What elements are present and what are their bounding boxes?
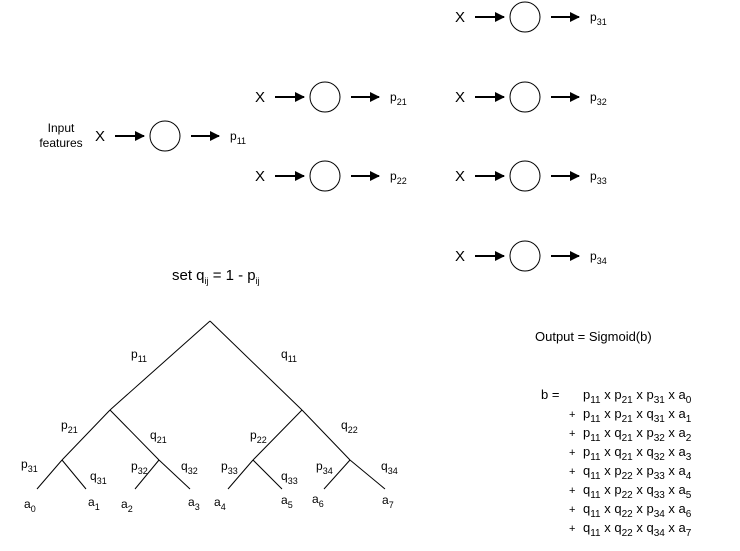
edge-root-right bbox=[209, 320, 303, 411]
neuron-circle bbox=[509, 240, 541, 272]
edge-r-right bbox=[301, 409, 351, 461]
b-term-row: + q11 x q22 x p34 x a6 bbox=[569, 501, 692, 520]
leaf-label-a0: a0 bbox=[24, 497, 36, 514]
b-label: b = bbox=[541, 387, 559, 402]
edge-label-p31: p31 bbox=[21, 457, 38, 474]
edge-label-q22: q22 bbox=[341, 418, 358, 435]
b-term-product: q11 x q22 x p34 x a6 bbox=[583, 501, 692, 520]
b-terms: p11 x p21 x p31 x a0 + p11 x p21 x q31 x a… bbox=[569, 387, 692, 539]
b-term-row: + q11 x p22 x q33 x a5 bbox=[569, 482, 692, 501]
output-p-label: p21 bbox=[390, 90, 407, 107]
b-term-row: + p11 x q21 x p32 x a2 bbox=[569, 425, 692, 444]
edge-label-p33: p33 bbox=[221, 459, 238, 476]
edge-label-p34: p34 bbox=[316, 459, 333, 476]
plus-sign: + bbox=[569, 485, 575, 497]
neuron-circle bbox=[149, 120, 181, 152]
input-x-label: X bbox=[95, 128, 105, 145]
edge-rr-left bbox=[323, 459, 351, 490]
plus-sign: + bbox=[569, 466, 575, 478]
output-p-label: p32 bbox=[590, 90, 607, 107]
plus-sign: + bbox=[569, 504, 575, 516]
input-x-label: X bbox=[455, 9, 465, 26]
edge-rl-right bbox=[252, 459, 283, 490]
edge-label-p32: p32 bbox=[131, 459, 148, 476]
input-x-label: X bbox=[455, 168, 465, 185]
input-features-label: Input bbox=[48, 121, 75, 135]
plus-sign: + bbox=[569, 447, 575, 459]
tree-edge-labels: p11 q11 p21 q21 p22 q22 p31 q31 p32 q32 p33 q33 p34 q… bbox=[21, 347, 398, 486]
input-x-label: X bbox=[255, 89, 265, 106]
leaf-label-a7: a7 bbox=[382, 493, 394, 510]
decision-tree bbox=[36, 320, 386, 490]
edge-l-left bbox=[61, 409, 111, 461]
b-term-row: p11 x p21 x p31 x a0 bbox=[583, 387, 692, 406]
edge-label-p11: p11 bbox=[131, 347, 147, 364]
edge-rl-left bbox=[227, 459, 254, 490]
b-term-product: q11 x p22 x p33 x a4 bbox=[583, 463, 692, 482]
edge-label-q34: q34 bbox=[381, 459, 398, 476]
edge-ll-right bbox=[61, 459, 87, 490]
b-term-row: + p11 x q21 x q32 x a3 bbox=[569, 444, 692, 463]
edge-label-q32: q32 bbox=[181, 459, 198, 476]
edge-root-left bbox=[109, 320, 211, 411]
edge-r-left bbox=[252, 409, 303, 461]
edge-label-q11: q11 bbox=[281, 347, 297, 364]
edge-ll-left bbox=[36, 459, 63, 490]
input-features-label-2: features bbox=[39, 136, 82, 150]
b-term-product: q11 x p22 x q33 x a5 bbox=[583, 482, 692, 501]
output-equation: Output = Sigmoid(b) bbox=[535, 329, 652, 344]
edge-lr-right bbox=[158, 459, 191, 490]
b-term-product: p11 x q21 x q32 x a3 bbox=[583, 444, 692, 463]
edge-lr-left bbox=[134, 459, 160, 490]
output-p-label: p11 bbox=[230, 129, 246, 146]
neuron-circle bbox=[509, 160, 541, 192]
edge-rr-right bbox=[349, 459, 386, 490]
input-x-label: X bbox=[255, 168, 265, 185]
edge-label-p22: p22 bbox=[250, 428, 267, 445]
b-term-row: + p11 x p21 x q31 x a1 bbox=[569, 406, 692, 425]
leaf-label-a6: a6 bbox=[312, 492, 324, 509]
leaf-label-a5: a5 bbox=[281, 493, 293, 510]
edge-label-q31: q31 bbox=[90, 469, 107, 486]
set-q-label: set qij = 1 - pij bbox=[172, 267, 260, 286]
edge-label-p21: p21 bbox=[61, 418, 78, 435]
tree-leaf-labels: a0 a1 a2 a3 a4 a5 a6 a7 bbox=[24, 492, 394, 514]
edge-label-q21: q21 bbox=[150, 428, 167, 445]
b-term-product: p11 x p21 x q31 x a1 bbox=[583, 406, 692, 425]
output-p-label: p22 bbox=[390, 169, 407, 186]
input-x-label: X bbox=[455, 89, 465, 106]
b-term-product: p11 x q21 x p32 x a2 bbox=[583, 425, 692, 444]
plus-sign: + bbox=[569, 428, 575, 440]
neuron-circle bbox=[509, 1, 541, 33]
output-p-label: p33 bbox=[590, 169, 607, 186]
neuron-circle bbox=[509, 81, 541, 113]
leaf-label-a4: a4 bbox=[214, 495, 226, 512]
leaf-label-a1: a1 bbox=[88, 495, 100, 512]
b-term-product: q11 x q22 x q34 x a7 bbox=[583, 520, 692, 539]
leaf-label-a3: a3 bbox=[188, 495, 200, 512]
neuron-circle bbox=[309, 81, 341, 113]
leaf-label-a2: a2 bbox=[121, 497, 133, 514]
b-term-product: p11 x p21 x p31 x a0 bbox=[583, 387, 692, 406]
output-p-label: p34 bbox=[590, 249, 607, 266]
plus-sign: + bbox=[569, 409, 575, 421]
b-term-row: + q11 x p22 x p33 x a4 bbox=[569, 463, 692, 482]
output-p-label: p31 bbox=[590, 10, 607, 27]
edge-label-q33: q33 bbox=[281, 469, 298, 486]
plus-sign: + bbox=[569, 523, 575, 535]
input-x-label: X bbox=[455, 248, 465, 265]
neuron-circle bbox=[309, 160, 341, 192]
b-term-row: + q11 x q22 x q34 x a7 bbox=[569, 520, 692, 539]
edge-l-right bbox=[109, 409, 160, 461]
